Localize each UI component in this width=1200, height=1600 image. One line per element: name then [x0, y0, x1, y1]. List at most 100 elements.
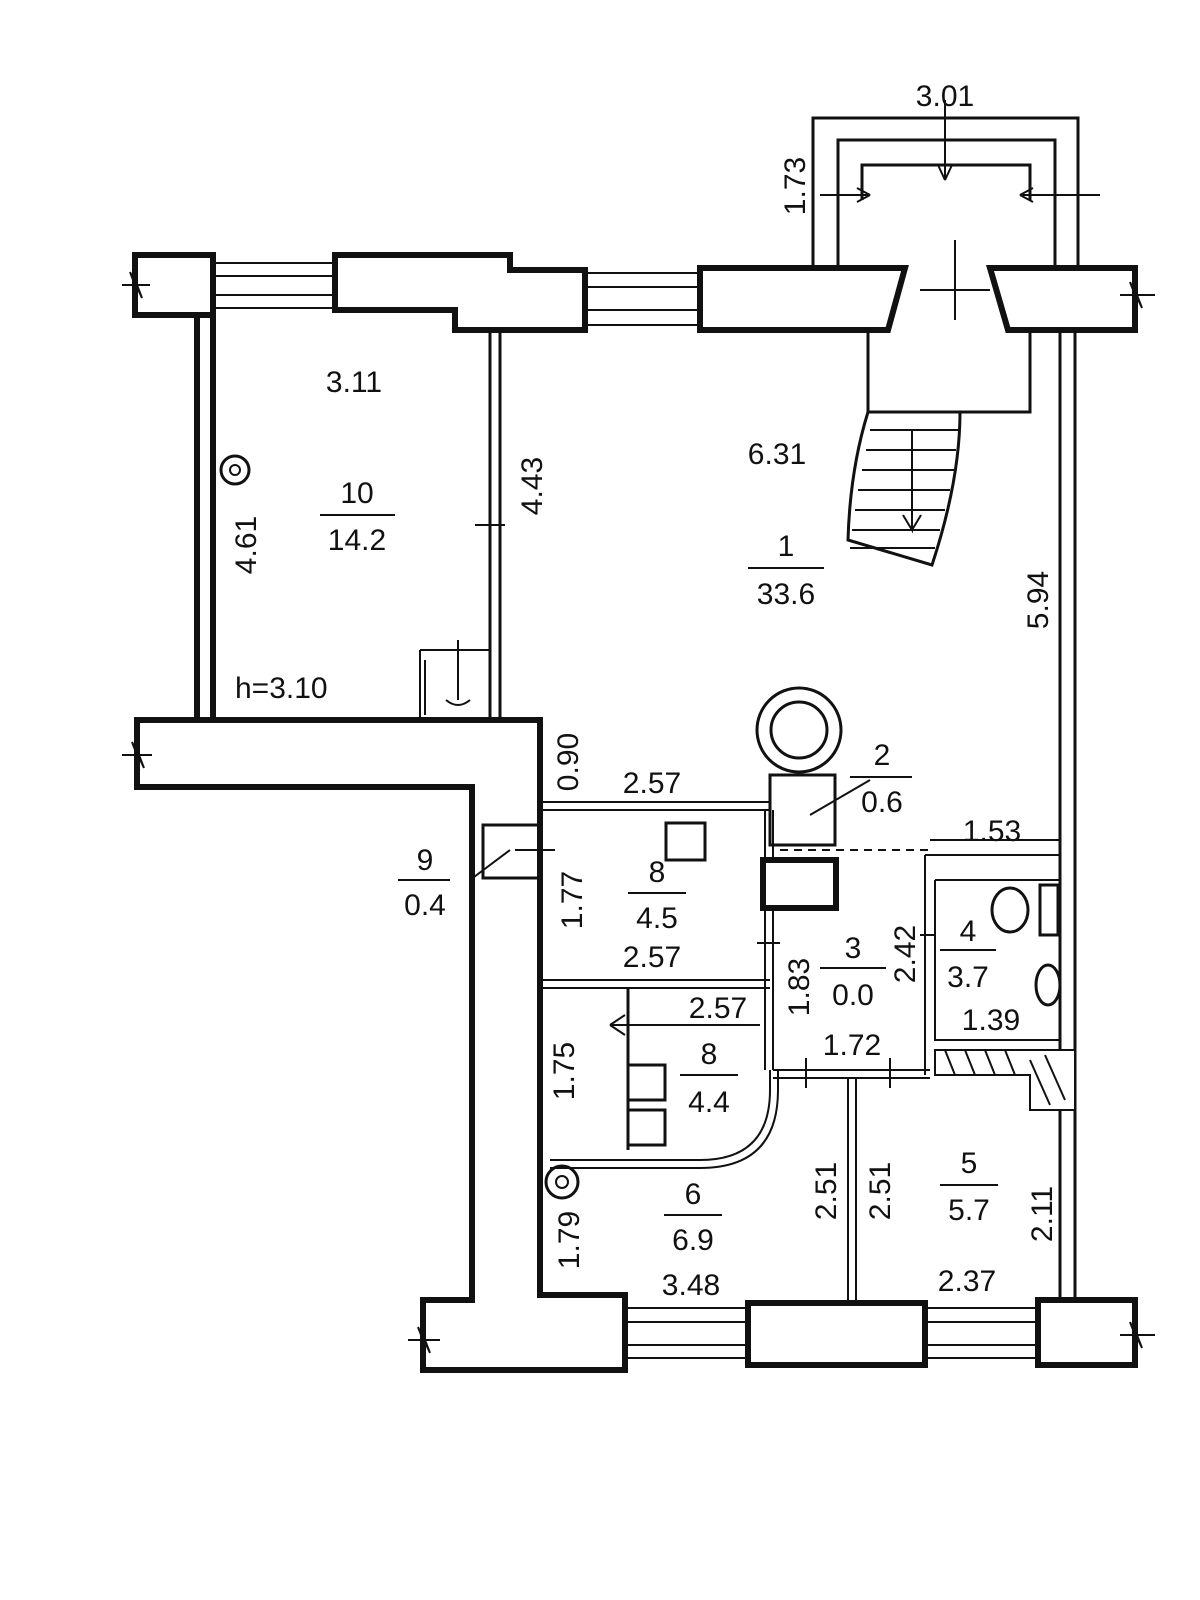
wall-left — [194, 312, 216, 723]
room-area: 14.2 — [328, 524, 386, 557]
break-mark-top-right — [1120, 281, 1155, 309]
room-area: 4.5 — [636, 902, 678, 935]
window-room-5 — [925, 1307, 1038, 1359]
room-number: 8 — [701, 1038, 718, 1071]
wall-top-right-a — [697, 265, 909, 333]
room-label-2: 2 0.6 — [850, 739, 912, 819]
room-label-10: 10 14.2 — [320, 477, 395, 557]
washbasin-icon — [1034, 963, 1062, 1007]
door-ticks — [475, 524, 1060, 1088]
partition-8-8 — [540, 979, 770, 989]
dim-label: 2.51 — [810, 1162, 843, 1220]
dim-label: 1.72 — [823, 1029, 881, 1062]
room-number: 6 — [685, 1178, 702, 1211]
dim-label: 1.75 — [548, 1042, 581, 1100]
room-number: 1 — [778, 530, 795, 563]
room-label-4: 4 3.7 — [940, 915, 996, 994]
room-number: 10 — [340, 477, 373, 510]
dim-label: 2.42 — [889, 925, 922, 983]
stair-landing — [866, 330, 1032, 414]
room-number: 8 — [649, 856, 666, 889]
dim-label: 2.11 — [1026, 1186, 1059, 1242]
dim-label: 2.37 — [938, 1265, 996, 1298]
room-label-5: 5 5.7 — [940, 1147, 998, 1227]
room-area: 0.6 — [861, 786, 903, 819]
room-label-8b: 8 4.4 — [680, 1038, 738, 1119]
dim-label: 1.53 — [963, 815, 1021, 848]
heater-icon-room-10 — [219, 454, 251, 486]
curved-wall-8 — [550, 1070, 779, 1169]
dim-label: 4.61 — [230, 516, 263, 574]
cabinets-room-8b — [626, 988, 667, 1150]
room-number: 2 — [874, 739, 891, 772]
dim-label: 1.39 — [962, 1004, 1020, 1037]
toilet-icon — [990, 886, 1030, 934]
windows — [213, 262, 1038, 1359]
dim-arrow-3-01 — [937, 100, 953, 181]
break-mark-bottom-right — [1120, 1321, 1155, 1349]
room-label-3: 3 0.0 — [820, 932, 886, 1012]
room-area: 0.4 — [404, 889, 446, 922]
dim-label: 1.79 — [553, 1211, 586, 1269]
fixtures — [219, 454, 1076, 1200]
vestibule-mid — [836, 138, 1057, 268]
bathroom-walls — [924, 854, 1060, 1075]
dim-arrow-right — [1019, 187, 1100, 203]
window-room-10 — [213, 262, 335, 309]
partition-8-3 — [764, 810, 774, 1070]
heater-icon-core — [229, 464, 241, 476]
room-number: 3 — [845, 932, 862, 965]
dim-label: 2.57 — [623, 941, 681, 974]
room-number: 5 — [961, 1147, 978, 1180]
dim-label: 4.43 — [516, 457, 549, 515]
wall-bottom-right — [1035, 1297, 1138, 1368]
room-area: 5.7 — [948, 1194, 990, 1227]
shaft-block — [760, 857, 839, 911]
wall-top-middle — [332, 252, 588, 333]
room-label-9: 9 0.4 — [398, 844, 450, 922]
vent-block-hatched — [934, 1049, 1076, 1111]
vestibule-cross — [920, 240, 990, 320]
room-9-cell — [481, 823, 542, 880]
entrance-vestibule — [811, 100, 1100, 320]
ceiling-height: h=3.10 — [235, 672, 328, 705]
room-number: 4 — [960, 915, 977, 948]
room-9-leader — [469, 849, 511, 881]
room-area: 0.0 — [832, 979, 874, 1012]
room-label-1: 1 33.6 — [748, 530, 824, 611]
dim-label: 5.94 — [1022, 571, 1055, 629]
dim-label: 1.73 — [779, 157, 812, 215]
dim-arrow-left — [820, 187, 871, 203]
break-mark-mid-left — [122, 741, 152, 769]
column-inner — [769, 700, 829, 760]
window-room-6 — [625, 1307, 748, 1359]
dim-label: 2.57 — [623, 767, 681, 800]
room-2-leader — [809, 779, 871, 816]
dim-label: 1.83 — [783, 958, 816, 1016]
partition-8-top — [540, 801, 770, 811]
stair-arrow — [902, 430, 922, 534]
walls — [132, 252, 1138, 1373]
dim-label: 2.57 — [689, 992, 747, 1025]
vent-hatch-lines — [944, 1049, 1066, 1106]
wall-right — [1058, 330, 1077, 1300]
dimension-labels: 3.01 1.73 3.11 4.43 6.31 4.61 5.94 0.90 … — [230, 80, 1059, 1302]
room-label-6: 6 6.9 — [664, 1178, 722, 1257]
room-label-8a: 8 4.5 — [628, 856, 686, 935]
dim-label: 6.31 — [748, 438, 806, 471]
break-mark-bottom-left — [408, 1326, 440, 1354]
toilet-tank-icon — [1038, 883, 1060, 937]
fixture-box-room-8 — [664, 821, 707, 862]
dim-label: 3.11 — [326, 366, 382, 399]
dim-label: 3.01 — [916, 80, 974, 113]
shaft-room-2 — [768, 773, 837, 847]
dim-label: 1.77 — [556, 871, 589, 929]
room-labels: 10 14.2 1 33.6 2 0.6 9 0.4 8 4.5 3 0.0 — [235, 477, 998, 1257]
dim-label: 2.51 — [864, 1162, 897, 1220]
break-mark-top-left — [122, 271, 150, 299]
wall-center — [134, 717, 628, 1373]
partition-6-5 — [847, 1078, 857, 1300]
wall-top-right-b — [986, 265, 1138, 333]
partition-3-bottom — [773, 1069, 930, 1079]
